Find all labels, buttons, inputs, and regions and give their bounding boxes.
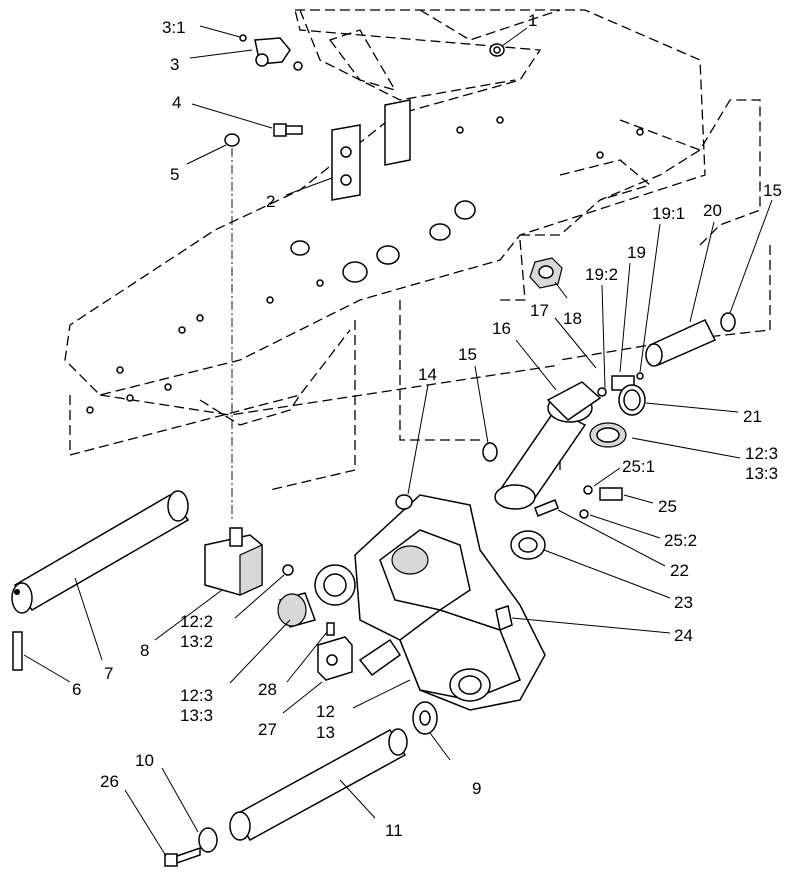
pin-part-7 <box>11 490 190 614</box>
callout-13-2: 13:2 <box>180 632 213 651</box>
callout-19-1: 19:1 <box>652 204 685 223</box>
callout-13-3-right: 13:3 <box>745 464 778 483</box>
callout-3: 3 <box>170 55 179 74</box>
callout-15-left: 15 <box>458 345 477 364</box>
fitting-part-12-2 <box>282 564 294 576</box>
main-frame <box>64 9 771 491</box>
callout-1: 1 <box>528 11 537 30</box>
fitting-part-25 <box>579 485 623 519</box>
callout-16: 16 <box>492 319 511 338</box>
bracket-part-2 <box>331 99 411 201</box>
callout-25: 25 <box>658 497 677 516</box>
callout-25-1: 25:1 <box>622 457 655 476</box>
block-part-27 <box>317 636 353 681</box>
callout-25-2: 25:2 <box>664 531 697 550</box>
leader-lines <box>23 25 773 857</box>
bushing-part-23 <box>510 530 546 560</box>
pin-part-20 <box>645 319 717 367</box>
callout-17: 17 <box>530 301 549 320</box>
callout-24: 24 <box>674 626 693 645</box>
nut-part-18 <box>529 257 563 289</box>
bolt-part-26 <box>164 846 201 867</box>
arm-assembly-part-12-13 <box>314 494 546 711</box>
pin-part-11 <box>229 728 408 842</box>
bushing-part-12-3-right <box>589 422 627 448</box>
washer-part-21 <box>618 384 646 416</box>
callout-2: 2 <box>266 192 275 211</box>
callout-19-2: 19:2 <box>585 265 618 284</box>
callout-12: 12 <box>316 702 335 721</box>
callout-15-right: 15 <box>763 181 782 200</box>
callout-28: 28 <box>258 680 277 699</box>
callout-18: 18 <box>563 309 582 328</box>
cylinder-part-16 <box>494 381 602 510</box>
callout-22: 22 <box>670 561 689 580</box>
bolt-part-4 <box>273 123 303 137</box>
pin-part-6 <box>12 631 23 671</box>
callout-12-3-left: 12:3 <box>180 686 213 705</box>
callout-11: 11 <box>385 821 403 840</box>
callout-13-3-left: 13:3 <box>180 706 213 725</box>
callout-6: 6 <box>72 680 81 699</box>
callout-9: 9 <box>472 779 481 798</box>
callout-27: 27 <box>258 720 277 739</box>
callout-12-2: 12:2 <box>180 612 213 631</box>
callout-21: 21 <box>743 407 762 426</box>
block-part-8 <box>204 527 263 596</box>
nut-part-1 <box>489 43 505 57</box>
nut-part-5 <box>224 133 240 147</box>
callout-13: 13 <box>316 723 335 742</box>
callout-10: 10 <box>135 751 154 770</box>
callout-23: 23 <box>674 593 693 612</box>
ring-part-15-left <box>482 442 498 462</box>
fitting-part-3 <box>239 34 303 71</box>
callout-14: 14 <box>418 365 437 384</box>
callout-3-1: 3:1 <box>162 18 186 37</box>
callout-26: 26 <box>100 772 119 791</box>
callout-20: 20 <box>703 201 722 220</box>
callout-19: 19 <box>627 243 646 262</box>
ring-part-15-right <box>720 312 736 332</box>
washer-part-10 <box>198 827 218 853</box>
callout-labels: 1 2 3 3:1 4 5 6 7 8 9 10 11 12 13 12:2 1… <box>72 11 782 840</box>
callout-4: 4 <box>172 93 181 112</box>
washer-part-9 <box>412 701 438 735</box>
bolt-part-22 <box>534 499 559 517</box>
callout-5: 5 <box>170 165 179 184</box>
bolt-part-24 <box>495 605 513 632</box>
callout-12-3-right: 12:3 <box>745 444 778 463</box>
nut-part-14 <box>395 494 413 510</box>
callout-7: 7 <box>104 664 113 683</box>
screw-part-28 <box>326 622 335 636</box>
bushing-part-12-3-left <box>277 592 316 628</box>
callout-8: 8 <box>140 641 149 660</box>
